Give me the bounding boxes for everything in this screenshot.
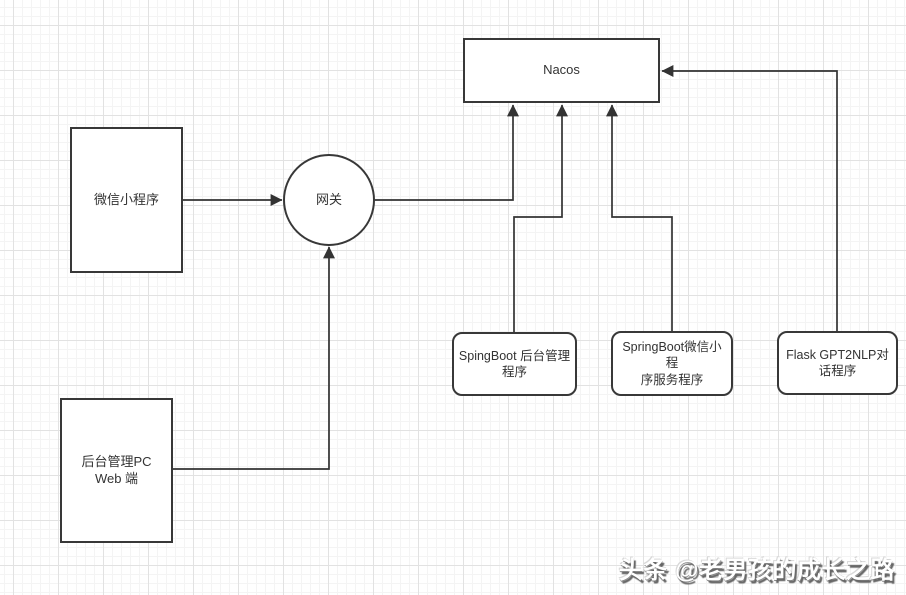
node-gateway: 网关 bbox=[283, 154, 375, 246]
node-nacos-label: Nacos bbox=[543, 62, 580, 78]
node-springboot-admin: SpingBoot 后台管理 程序 bbox=[452, 332, 577, 396]
edge-gateway-to-nacos bbox=[375, 104, 519, 201]
edge-flask-to-nacos bbox=[661, 65, 838, 331]
node-admin-pc-web: 后台管理PC Web 端 bbox=[60, 398, 173, 543]
node-wechat-mini-program: 微信小程序 bbox=[70, 127, 183, 273]
node-admin-pc-web-label: 后台管理PC Web 端 bbox=[81, 453, 152, 486]
edge-springboot-admin-to-nacos bbox=[513, 104, 568, 332]
node-gateway-label: 网关 bbox=[315, 191, 342, 207]
node-springboot-wechat-label: SpringBoot微信小程 序服务程序 bbox=[622, 340, 722, 387]
node-springboot-wechat: SpringBoot微信小程 序服务程序 bbox=[611, 331, 733, 396]
node-nacos: Nacos bbox=[463, 38, 660, 103]
watermark-text: 头条 @老男孩的成长之路 bbox=[618, 557, 895, 584]
edge-springboot-wechat-to-nacos bbox=[606, 104, 673, 331]
edge-admin-pc-to-gateway bbox=[173, 246, 335, 470]
node-springboot-admin-label: SpingBoot 后台管理 程序 bbox=[458, 348, 571, 379]
node-flask-gpt2nlp: Flask GPT2NLP对 话程序 bbox=[777, 331, 898, 395]
node-flask-gpt2nlp-label: Flask GPT2NLP对 话程序 bbox=[786, 347, 889, 378]
node-wechat-mini-program-label: 微信小程序 bbox=[93, 191, 159, 207]
